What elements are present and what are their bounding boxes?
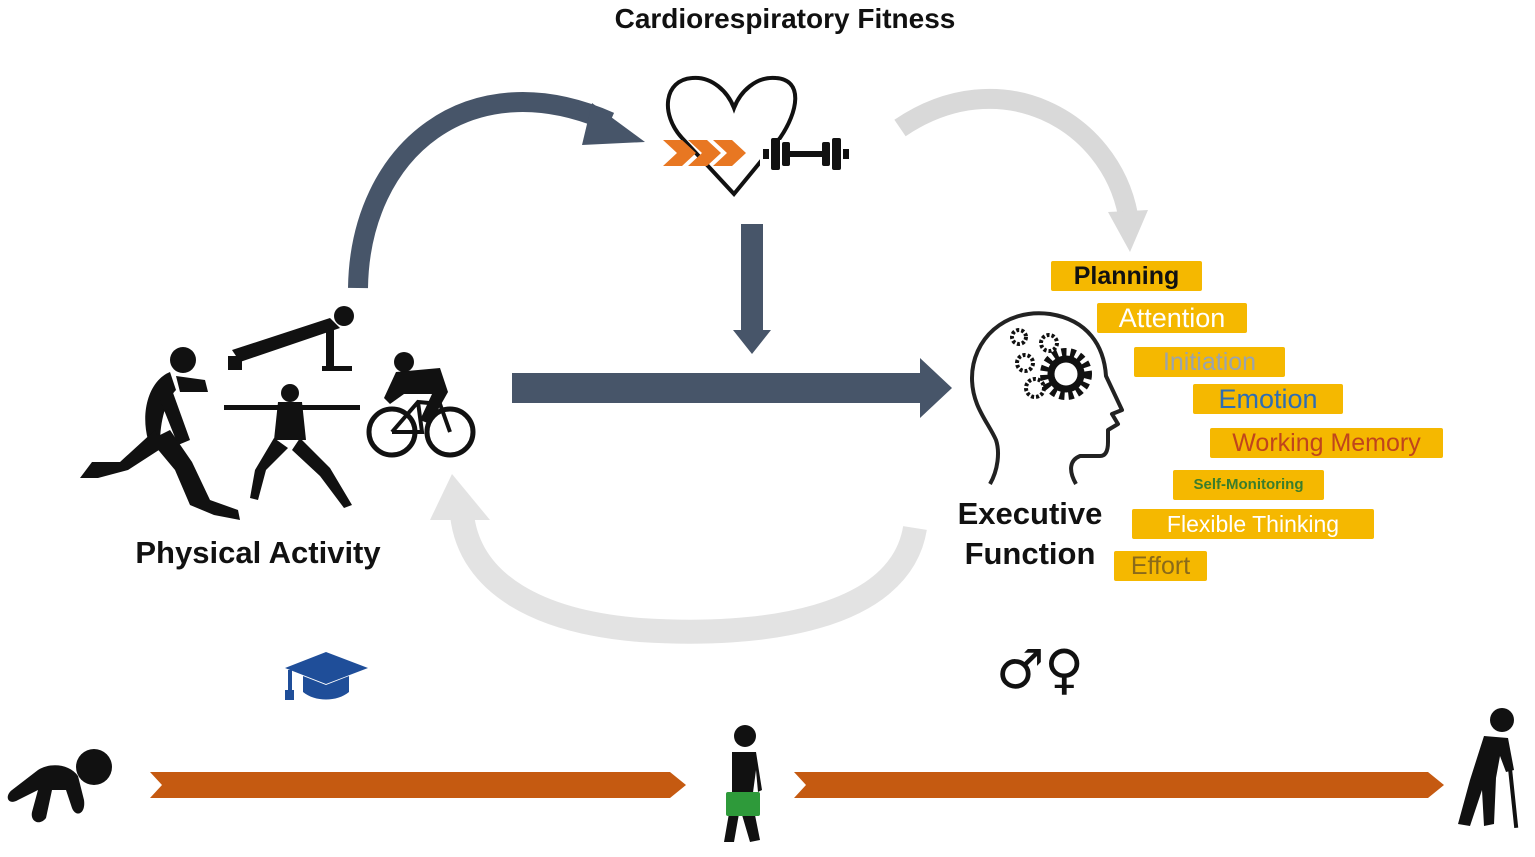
- adult-icon: [724, 725, 762, 842]
- component-tag-emotion: Emotion: [1193, 384, 1343, 414]
- elder-icon: [1458, 708, 1519, 829]
- component-tag-self-monitoring: Self-Monitoring: [1173, 470, 1324, 500]
- arrow-pa-to-fitness-head: [582, 103, 645, 145]
- component-tag-flexible-thinking: Flexible Thinking: [1132, 509, 1374, 539]
- arrow-fitness-to-ef: [894, 88, 1138, 218]
- component-tag-attention: Attention: [1097, 303, 1247, 333]
- pushup-icon: [228, 306, 354, 371]
- gender-icon: ♂♀: [996, 638, 1084, 701]
- yoga-icon: [224, 384, 360, 508]
- graduation-cap-icon: [285, 652, 368, 700]
- arrow-ef-to-pa: [450, 513, 927, 644]
- main-arrow-shaft: [512, 373, 922, 403]
- physical-activity-label: Physical Activity: [135, 535, 381, 570]
- component-tag-planning: Planning: [1051, 261, 1202, 291]
- runner-icon: [80, 347, 240, 520]
- timeline-arrow-2: [794, 772, 1444, 798]
- dumbbell-icon: [763, 138, 849, 170]
- baby-icon: [7, 749, 112, 823]
- arrow-ef-to-pa-head: [430, 474, 490, 520]
- cyclist-icon: [366, 352, 476, 458]
- component-tag-working-memory: Working Memory: [1210, 428, 1443, 458]
- moderation-arrow-shaft: [741, 224, 763, 332]
- executive-label-line2: Function: [965, 536, 1096, 571]
- fitness-title: Cardiorespiratory Fitness: [615, 3, 956, 34]
- component-tag-effort: Effort: [1114, 551, 1207, 581]
- main-arrow-head: [920, 358, 952, 418]
- executive-label-line1: Executive: [958, 496, 1103, 531]
- moderation-arrow-head: [733, 330, 771, 354]
- arrow-fitness-to-ef-head: [1108, 210, 1148, 252]
- arrow-pa-to-fitness: [348, 92, 615, 289]
- heart-icon: [665, 75, 820, 198]
- component-tag-initiation: Initiation: [1134, 347, 1285, 377]
- head-gears-icon: [970, 311, 1124, 485]
- chevrons-icon: [663, 140, 746, 166]
- timeline-arrow-1: [150, 772, 686, 798]
